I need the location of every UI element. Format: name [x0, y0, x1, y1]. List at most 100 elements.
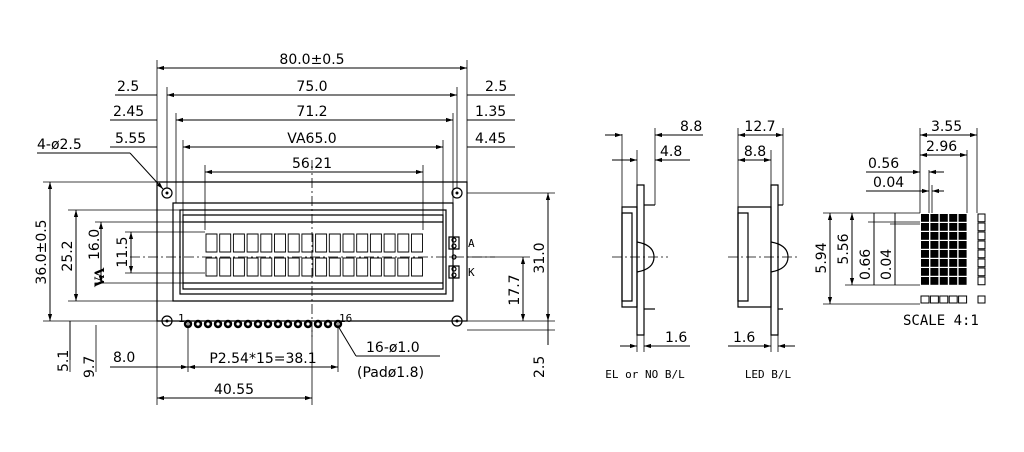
matrix-dot [930, 232, 939, 240]
matrix-dot [930, 268, 939, 276]
matrix-dot [939, 277, 948, 285]
character-cell [233, 234, 244, 252]
pin-last-label: 16 [339, 312, 352, 325]
character-cell [275, 258, 286, 276]
dim-bottom-offset-2: 9.7 [82, 356, 98, 378]
character-cell [247, 234, 258, 252]
cursor-dot [940, 296, 948, 303]
matrix-dot [930, 277, 939, 285]
cursor-row [921, 296, 967, 303]
dim-dot-area-width: 2.96 [926, 139, 957, 155]
matrix-dot [958, 259, 967, 267]
character-cell [220, 234, 231, 252]
matrix-dot [930, 259, 939, 267]
matrix-dot [939, 223, 948, 231]
character-cell [370, 234, 381, 252]
matrix-dot [958, 268, 967, 276]
matrix-dot [930, 250, 939, 258]
character-cell [316, 234, 327, 252]
dim-height-bezel: 25.2 [60, 240, 76, 271]
dim-dot-area-height: 5.56 [836, 233, 852, 264]
cursor-dot [949, 296, 957, 303]
dim-dot-gap-v: 0.04 [879, 249, 895, 280]
dim-width-overall: 80.0±0.5 [279, 52, 344, 68]
matrix-dot [921, 223, 929, 231]
character-cell [384, 258, 395, 276]
matrix-dot [939, 259, 948, 267]
dim-height-center: 17.7 [507, 274, 523, 305]
matrix-dot [939, 232, 948, 240]
dim-height-aa: 11.5 [115, 236, 131, 267]
dim-height-holes: 31.0 [532, 242, 548, 273]
character-cell [261, 258, 272, 276]
side-view-el: 8.8 4.8 1.6 EL or NO B/L [605, 119, 703, 381]
matrix-dot [939, 268, 948, 276]
dim-left-offset-3: 5.55 [115, 131, 146, 147]
character-cell [288, 234, 299, 252]
bezel-outer [173, 203, 453, 301]
matrix-dot [930, 214, 939, 222]
character-cell [343, 234, 354, 252]
dim-mount-holes: 4-ø2.5 [37, 137, 82, 153]
character-cell [370, 258, 381, 276]
dim-right-offset-1: 2.5 [485, 79, 507, 95]
matrix-dot [921, 268, 929, 276]
dim-pad-spec: (Padø1.8) [357, 365, 424, 381]
matrix-dot [949, 241, 958, 249]
dim-dot-height: 0.66 [858, 249, 874, 280]
dim-left-offset-1: 2.5 [117, 79, 139, 95]
matrix-dot [949, 268, 958, 276]
matrix-dot [958, 214, 967, 222]
dot-matrix [921, 214, 967, 285]
character-cell [384, 234, 395, 252]
backlight-a-label: A [468, 237, 475, 250]
character-cell [412, 234, 423, 252]
matrix-dot [949, 232, 958, 240]
character-cell [206, 234, 217, 252]
matrix-dot [949, 277, 958, 285]
backlight-k-label: K [468, 266, 475, 279]
dim-left-offset-2: 2.45 [113, 104, 144, 120]
pin-row [183, 319, 343, 329]
matrix-dot [921, 232, 929, 240]
dim-dot-gap: 0.04 [873, 175, 904, 191]
dim-right-offset-3: 4.45 [475, 131, 506, 147]
character-cell [247, 258, 258, 276]
dim-pin-edge: 2.5 [532, 356, 548, 378]
matrix-dot [921, 259, 929, 267]
character-cell [233, 258, 244, 276]
bezel-inner [180, 210, 446, 294]
cursor-dot [921, 296, 929, 303]
character-cell [302, 258, 313, 276]
dim-right-offset-2: 1.35 [475, 104, 506, 120]
matrix-dot [949, 214, 958, 222]
matrix-dot [958, 223, 967, 231]
cursor-dot [930, 296, 938, 303]
dim-el-pcb: 1.6 [665, 330, 687, 346]
matrix-dot [930, 241, 939, 249]
matrix-dot [949, 223, 958, 231]
viewing-area [183, 215, 443, 289]
matrix-dot [939, 250, 948, 258]
side-led-caption: LED B/L [745, 368, 792, 381]
character-cell [220, 258, 231, 276]
pin-first-label: 1 [178, 312, 185, 325]
matrix-dot [958, 277, 967, 285]
front-view: 1 16 A K 80.0±0.5 75.0 2.5 2.5 71.2 2.45 [34, 52, 555, 405]
matrix-dot [949, 250, 958, 258]
character-cell [398, 234, 409, 252]
character-cell [206, 258, 217, 276]
dim-pin-center: 40.55 [214, 382, 254, 398]
dim-height-va: 16.0 [87, 229, 103, 260]
dim-width-va: VA65.0 [287, 131, 336, 147]
dim-dot-pitch: 0.56 [868, 156, 899, 172]
matrix-dot [930, 223, 939, 231]
matrix-dot [939, 214, 948, 222]
matrix-dot [958, 232, 967, 240]
matrix-dot [958, 250, 967, 258]
dim-led-thickness-bezel: 8.8 [744, 144, 766, 160]
dim-pin-spec: 16-ø1.0 [366, 340, 420, 356]
dim-el-thickness-total: 8.8 [680, 119, 702, 135]
dim-char-width: 3.55 [931, 119, 962, 135]
